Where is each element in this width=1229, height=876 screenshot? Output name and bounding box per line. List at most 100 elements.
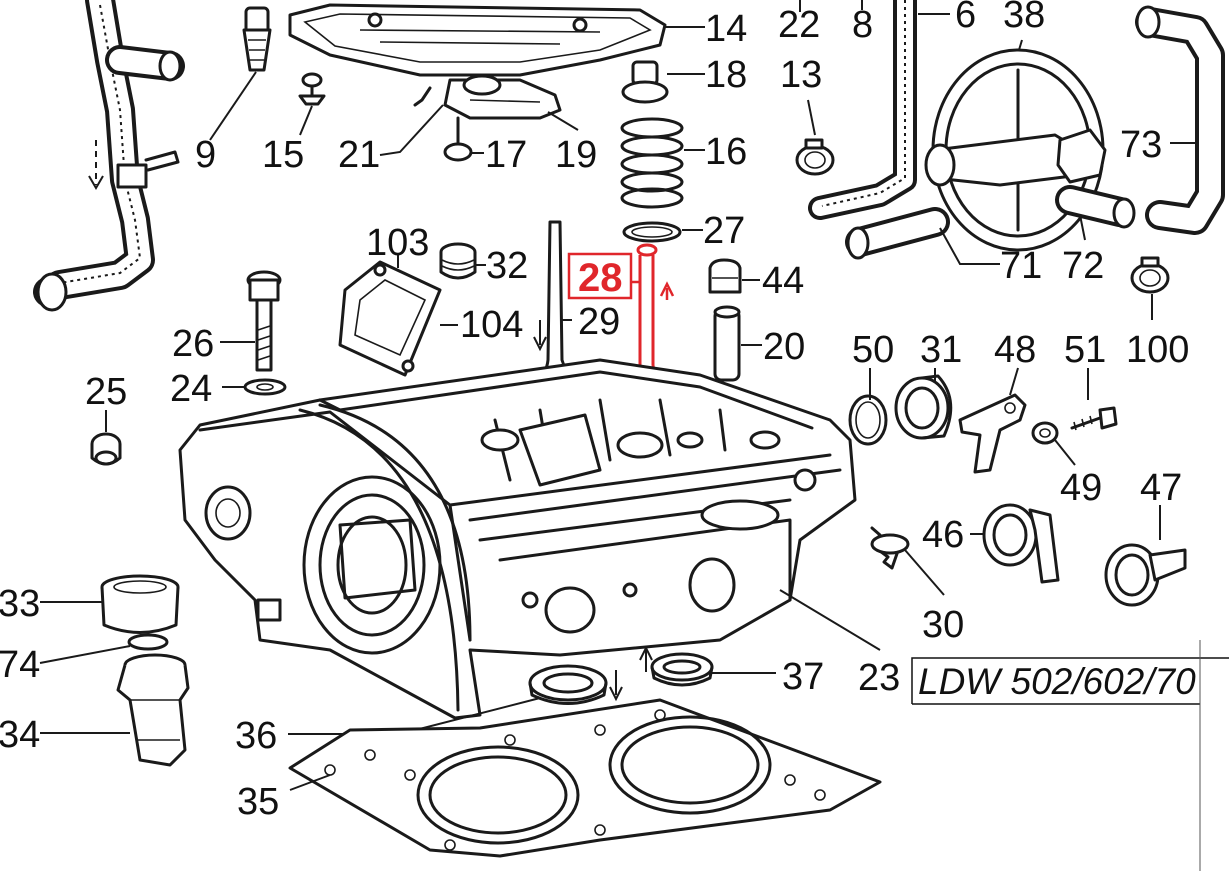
part-49-washer	[1031, 421, 1059, 445]
part-48-bracket	[958, 393, 1027, 474]
label-24: 24	[170, 368, 212, 410]
label-33: 33	[0, 583, 40, 625]
label-19: 19	[555, 134, 597, 176]
label-27: 27	[703, 210, 745, 252]
part-46-fitting	[982, 503, 1060, 584]
leader-49	[1054, 439, 1076, 466]
part-35-head-gasket	[288, 698, 882, 858]
label-36: 36	[235, 715, 277, 757]
part-36-seal	[528, 664, 608, 705]
label-74: 74	[0, 644, 40, 686]
part-103-gasket	[338, 260, 442, 377]
part-20-guide	[713, 305, 741, 382]
part-50-o-ring	[848, 394, 888, 446]
leader-30	[904, 549, 945, 596]
label-29: 29	[578, 301, 620, 343]
leader-35	[289, 774, 331, 791]
label-30: 30	[922, 604, 964, 646]
label-71: 71	[1000, 245, 1042, 287]
part-27-washer	[622, 221, 682, 243]
part-21-clip	[413, 86, 432, 107]
leader-71	[939, 227, 1000, 265]
label-103: 103	[366, 222, 429, 264]
part-37-seal	[650, 652, 714, 687]
label-49: 49	[1060, 467, 1102, 509]
label-35: 35	[237, 781, 279, 823]
leader-74	[39, 645, 131, 664]
label-6: 6	[955, 0, 976, 36]
label-23: 23	[858, 657, 900, 699]
label-48: 48	[994, 329, 1036, 371]
part-32-plug	[439, 242, 477, 280]
label-18: 18	[705, 54, 747, 96]
label-13: 13	[780, 54, 822, 96]
part-51-bolt	[1070, 406, 1118, 431]
leader-48	[1009, 367, 1019, 396]
part-16-valve-spring	[620, 117, 684, 209]
cylinder-head	[178, 358, 857, 720]
leader-23	[779, 589, 881, 651]
left-hose	[33, 0, 185, 312]
label-38: 38	[1003, 0, 1045, 36]
label-21: 21	[338, 134, 380, 176]
part-6-pipe	[808, 0, 917, 220]
label-16: 16	[705, 131, 747, 173]
part-72-hose	[1055, 185, 1136, 229]
arrow-36	[609, 670, 623, 702]
label-50: 50	[852, 329, 894, 371]
part-19-bracket	[443, 74, 562, 120]
part-14-rocker-cover	[288, 3, 667, 77]
part-24-washer	[243, 378, 287, 396]
part-34-injector-sleeve	[116, 653, 190, 767]
leader-9	[209, 71, 257, 141]
label-32: 32	[486, 245, 528, 287]
part-26-head-bolt	[246, 270, 282, 372]
label-44: 44	[762, 260, 804, 302]
label-72: 72	[1062, 245, 1104, 287]
label-34: 34	[0, 714, 40, 756]
model-label-box: LDW 502/602/70	[911, 640, 1229, 871]
label-37: 37	[782, 656, 824, 698]
label-31: 31	[920, 329, 962, 371]
leader-15	[299, 105, 313, 136]
part-38-thermostat	[924, 48, 1107, 252]
part-15-screw	[298, 72, 326, 106]
label-100: 100	[1126, 329, 1189, 371]
part-17-bolt	[443, 116, 473, 162]
label-73: 73	[1120, 124, 1162, 166]
label-28: 28	[578, 256, 623, 300]
label-15: 15	[262, 134, 304, 176]
label-28-box	[567, 252, 633, 300]
label-104: 104	[460, 304, 523, 346]
part-71-hose	[845, 207, 950, 260]
label-25: 25	[85, 371, 127, 413]
part-30-spring	[870, 526, 910, 570]
part-44-seal	[708, 258, 742, 294]
part-9-screw	[242, 6, 272, 72]
label-47: 47	[1140, 467, 1182, 509]
part-47-fitting	[1104, 543, 1187, 607]
model-label: LDW 502/602/70	[918, 661, 1196, 702]
label-26: 26	[172, 323, 214, 365]
label-9: 9	[195, 134, 216, 176]
label-14: 14	[705, 8, 747, 50]
label-51: 51	[1064, 329, 1106, 371]
label-17: 17	[485, 134, 527, 176]
leader-13	[807, 99, 816, 136]
leader-21	[379, 104, 444, 156]
label-8: 8	[852, 4, 873, 46]
part-100-clamp	[1130, 256, 1170, 294]
arrow-37	[639, 645, 653, 672]
label-20: 20	[763, 326, 805, 368]
arrow-29	[533, 320, 547, 352]
leader-19	[547, 111, 579, 131]
part-33-cap	[100, 574, 180, 634]
part-73-hose	[1135, 5, 1225, 235]
part-13-clamp	[795, 138, 835, 176]
label-46: 46	[922, 514, 964, 556]
part-25-cap	[90, 432, 122, 466]
part-74-ring	[127, 633, 169, 651]
part-18-valve-cap	[621, 60, 669, 104]
